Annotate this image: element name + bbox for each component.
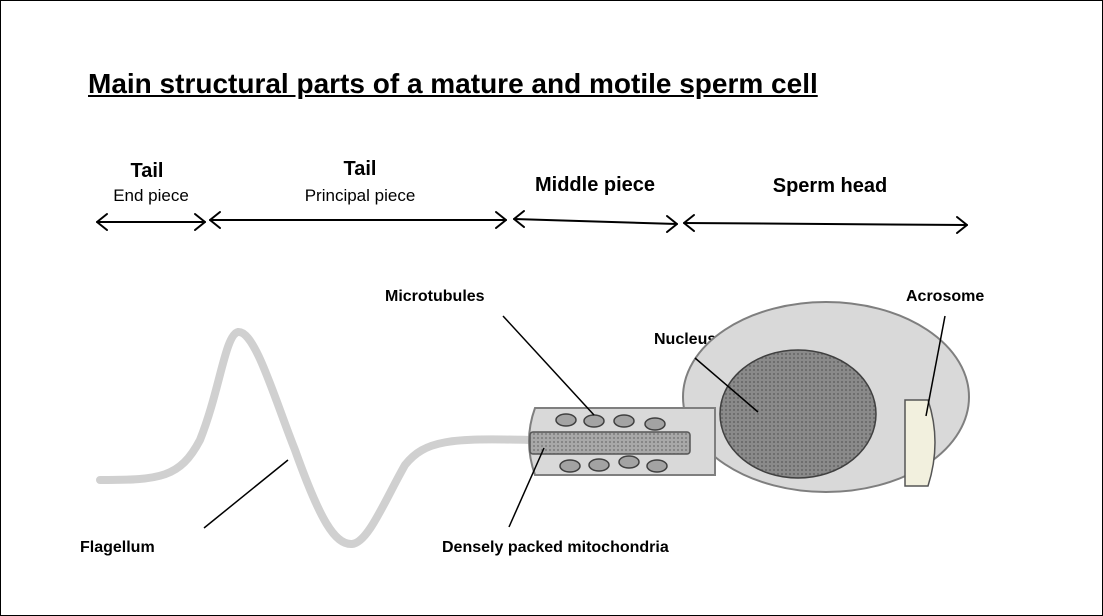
flagellum-shape (100, 332, 530, 544)
leader-line-mitochondria (509, 448, 544, 527)
arrow-middle-piece (514, 211, 677, 232)
arrow-tail-end-piece (97, 214, 205, 230)
microtubule-oval (584, 415, 604, 427)
microtubule-oval (614, 415, 634, 427)
microtubule-oval (560, 460, 580, 472)
arrow-sperm-head (684, 215, 967, 233)
nucleus-shape (720, 350, 876, 478)
microtubule-oval (645, 418, 665, 430)
mitochondria-band (530, 432, 690, 454)
microtubule-oval (619, 456, 639, 468)
arrow-tail-principal-piece (210, 212, 506, 228)
microtubule-oval (647, 460, 667, 472)
microtubule-oval (556, 414, 576, 426)
leader-line-microtubules (503, 316, 594, 415)
microtubule-oval (589, 459, 609, 471)
acrosome-shape (905, 400, 935, 486)
leader-line-flagellum (204, 460, 288, 528)
